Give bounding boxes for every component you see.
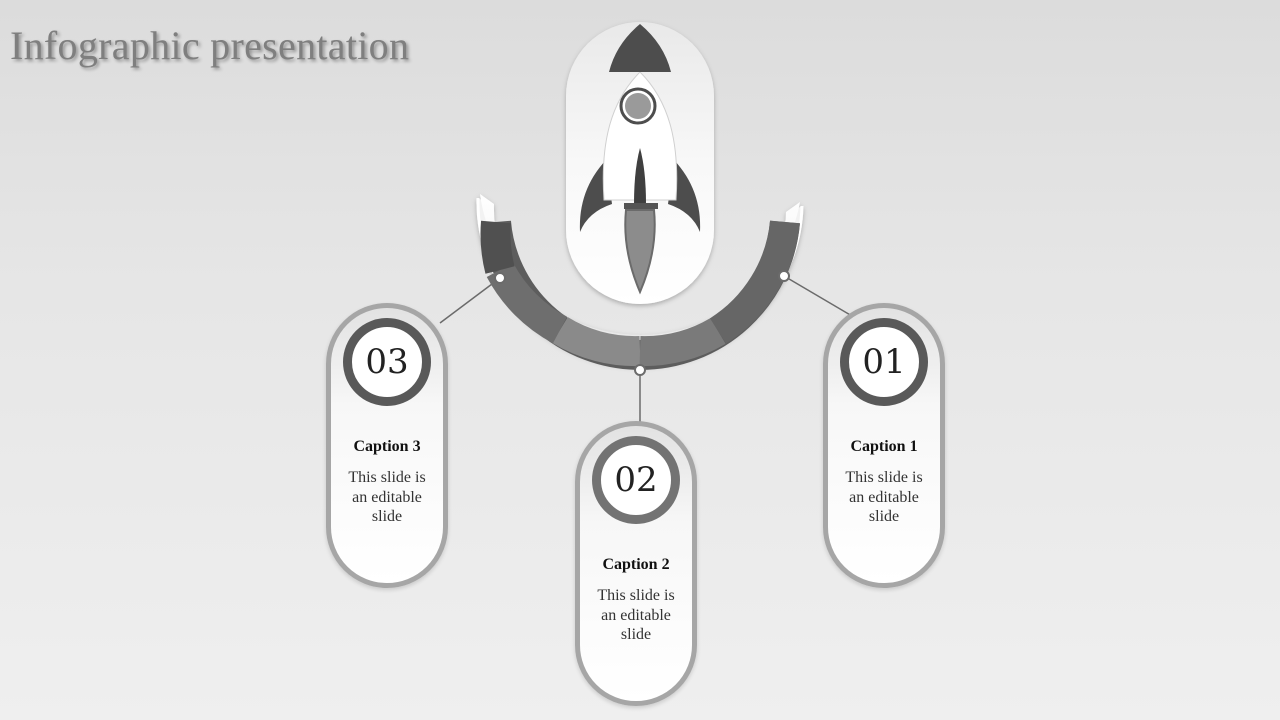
connector-lines	[439, 275, 853, 422]
step-caption: Caption 1	[850, 438, 918, 455]
step-card-1: 01 Caption 1 This slide is an editable s…	[823, 303, 945, 588]
step-description: This slide is an editable slide	[845, 469, 923, 525]
slide-title: Infographic presentation	[10, 23, 410, 68]
arc-segments	[480, 220, 800, 370]
step-caption: Caption 3	[353, 438, 421, 455]
connector-dots	[494, 270, 790, 376]
step-number-badge: 02	[592, 436, 680, 524]
step-card-3: 03 Caption 3 This slide is an editable s…	[326, 303, 448, 588]
step-card-2: 02 Caption 2 This slide is an editable s…	[575, 421, 697, 706]
step-description: This slide is an editable slide	[348, 469, 426, 525]
step-caption: Caption 2	[602, 556, 670, 573]
rocket-icon	[579, 24, 701, 295]
step-number-badge: 01	[840, 318, 928, 406]
step-number-badge: 03	[343, 318, 431, 406]
step-description: This slide is an editable slide	[597, 587, 675, 643]
